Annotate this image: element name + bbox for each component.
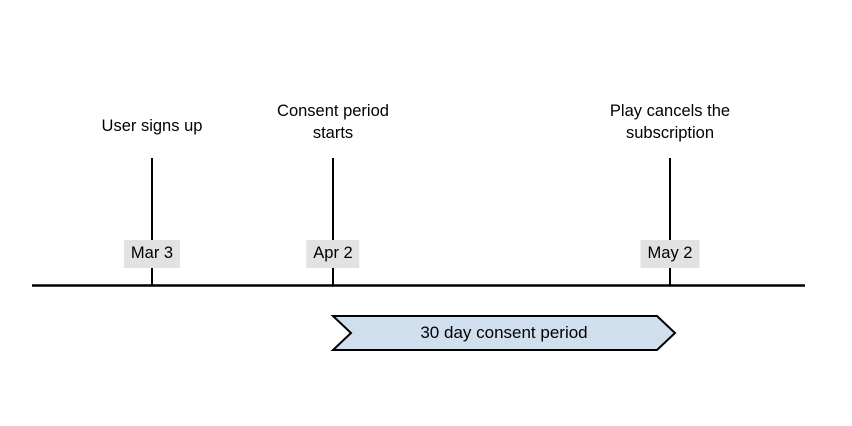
event-label-play-cancels: Play cancels the subscription bbox=[609, 102, 731, 142]
date-chip-play-cancels: May 2 bbox=[640, 240, 700, 268]
event-label-signup: User signs up bbox=[101, 117, 203, 135]
date-chip-signup: Mar 3 bbox=[123, 240, 181, 268]
date-chip-consent-start: Apr 2 bbox=[306, 240, 360, 268]
event-label-consent-start: Consent period starts bbox=[277, 102, 389, 142]
consent-period-banner-label: 30 day consent period bbox=[420, 323, 588, 342]
consent-period-banner-shape bbox=[330, 315, 677, 351]
